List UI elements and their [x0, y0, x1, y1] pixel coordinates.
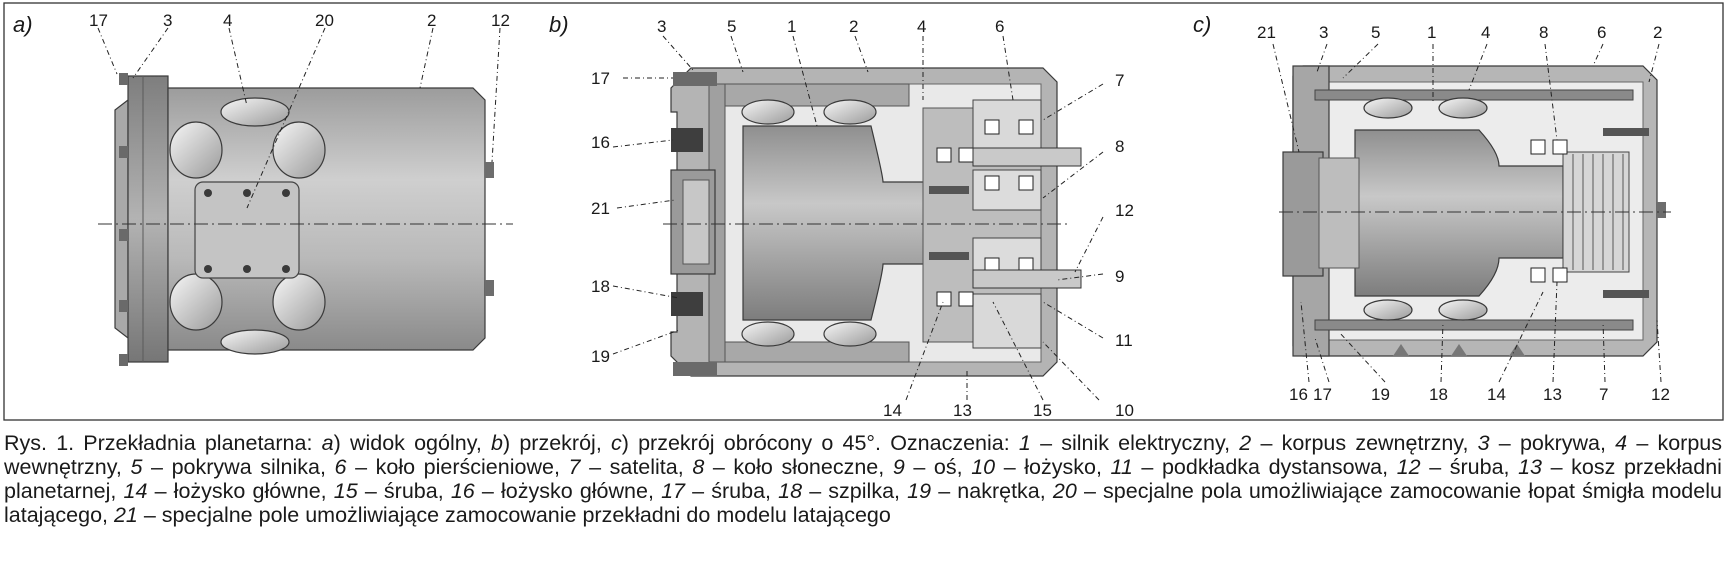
caption-text: – na­krętka,: [931, 479, 1053, 503]
callout: 17: [591, 69, 610, 88]
caption-text: Rys. 1. Przekładnia planetarna:: [4, 431, 322, 455]
callout: 4: [223, 11, 232, 30]
callout: 7: [1599, 385, 1608, 404]
callout: 17: [89, 11, 108, 30]
caption-text: – szpilka,: [802, 479, 908, 503]
callout: 12: [491, 11, 510, 30]
callout: 9: [1115, 267, 1124, 286]
caption-text: – śruba,: [1420, 455, 1519, 479]
panel-c-section: [1272, 43, 1671, 383]
caption-item-number: 20: [1052, 479, 1077, 503]
callout: 8: [1539, 23, 1548, 42]
caption-item-number: 14: [123, 479, 148, 503]
caption-item-number: 18: [778, 479, 803, 503]
caption-text: ) przekrój,: [503, 431, 611, 455]
caption-item-number: 6: [334, 455, 347, 479]
caption-text: ) przekrój obrócony o 45°. Oznaczenia:: [621, 431, 1019, 455]
callout: 2: [427, 11, 436, 30]
caption-text: – łożysko,: [995, 455, 1111, 479]
callout: 19: [591, 347, 610, 366]
callout: 20: [315, 11, 334, 30]
caption-item-number: 1: [1018, 431, 1031, 455]
panel-label-a: a): [13, 12, 33, 37]
panel-a-view: [97, 27, 513, 366]
caption-item-number: 4: [1615, 431, 1628, 455]
callout: 16: [591, 133, 610, 152]
caption-text: – podkładka dystansowa,: [1132, 455, 1397, 479]
caption-item-number: 16: [450, 479, 475, 503]
callout: 3: [657, 17, 666, 36]
callout: 8: [1115, 137, 1124, 156]
callout: 13: [953, 401, 972, 420]
callout: 2: [1653, 23, 1662, 42]
caption-item-number: 3: [1477, 431, 1490, 455]
callout: 15: [1033, 401, 1052, 420]
caption-text: – pokrywa,: [1489, 431, 1616, 455]
caption-text: – łożysko główne,: [474, 479, 662, 503]
caption-item-number: 12: [1396, 455, 1421, 479]
caption-text: – koło pierścieniowe,: [346, 455, 569, 479]
caption-item-number: 21: [113, 503, 138, 527]
callout: 14: [1487, 385, 1506, 404]
caption-text: – oś,: [904, 455, 972, 479]
panel-label-c: c): [1193, 12, 1211, 37]
callout: 7: [1115, 71, 1124, 90]
callout: 19: [1371, 385, 1390, 404]
caption-text: – korpus wewnętrzny,: [4, 431, 1723, 479]
callout: 21: [1257, 23, 1276, 42]
callout: 16: [1289, 385, 1308, 404]
caption-text: – kosz przekładni planetarnej,: [4, 455, 1722, 503]
callout: 6: [995, 17, 1004, 36]
callout: 6: [1597, 23, 1606, 42]
panel-label-b: b): [549, 12, 569, 37]
caption-text: – pokrywa silnika,: [142, 455, 335, 479]
caption-item-number: 19: [907, 479, 932, 503]
caption-item-number: 10: [971, 455, 996, 479]
callout: 4: [1481, 23, 1490, 42]
callout: 21: [591, 199, 610, 218]
callout: 1: [787, 17, 796, 36]
callout: 11: [1115, 331, 1133, 350]
callout: 4: [917, 17, 926, 36]
caption-item-number: 5: [130, 455, 143, 479]
caption-item-number: c: [610, 431, 622, 455]
caption-text: – łożysko główne,: [147, 479, 334, 503]
callout: 17: [1313, 385, 1332, 404]
callout: 1: [1427, 23, 1436, 42]
caption-text: – specjalne pola umożliwiające zamocowan…: [4, 479, 1722, 527]
figure-illustration: a) b) c) 17 3 4 20 2 12 3 5 1 2 4 6 7 17…: [3, 2, 1724, 421]
caption-text: – specjalne pole umożliwiające zamocowan…: [137, 503, 891, 527]
caption-text: – śruba,: [357, 479, 451, 503]
callout: 3: [163, 11, 172, 30]
caption-item-number: b: [491, 431, 503, 455]
caption-text: ) widok ogólny,: [333, 431, 492, 455]
callout: 18: [1429, 385, 1448, 404]
caption-text: – koło słoneczne,: [704, 455, 893, 479]
callout: 12: [1651, 385, 1670, 404]
figure-caption: Rys. 1. Przekładnia planetarna: a) widok…: [4, 431, 1722, 527]
caption-text: – śruba,: [685, 479, 779, 503]
caption-text: – satelita,: [580, 455, 693, 479]
callout: 14: [883, 401, 902, 420]
callout: 13: [1543, 385, 1562, 404]
caption-item-number: 7: [568, 455, 581, 479]
callout: 10: [1115, 401, 1134, 420]
callout: 18: [591, 277, 610, 296]
caption-item-number: 15: [333, 479, 358, 503]
caption-item-number: 9: [892, 455, 905, 479]
caption-item-number: 17: [661, 479, 685, 503]
callout: 5: [727, 17, 736, 36]
callout: 12: [1115, 201, 1134, 220]
caption-text: – silnik elektryczny,: [1030, 431, 1240, 455]
caption-item-number: 8: [692, 455, 705, 479]
caption-item-number: a: [321, 431, 334, 455]
caption-item-number: 2: [1239, 431, 1252, 455]
caption-item-number: 13: [1518, 455, 1543, 479]
callout: 5: [1371, 23, 1380, 42]
panel-b-section: [612, 35, 1104, 401]
callout: 2: [849, 17, 858, 36]
callout: 3: [1319, 23, 1328, 42]
caption-text: – korpus zewnętrzny,: [1251, 431, 1478, 455]
caption-item-number: 11: [1110, 455, 1133, 479]
